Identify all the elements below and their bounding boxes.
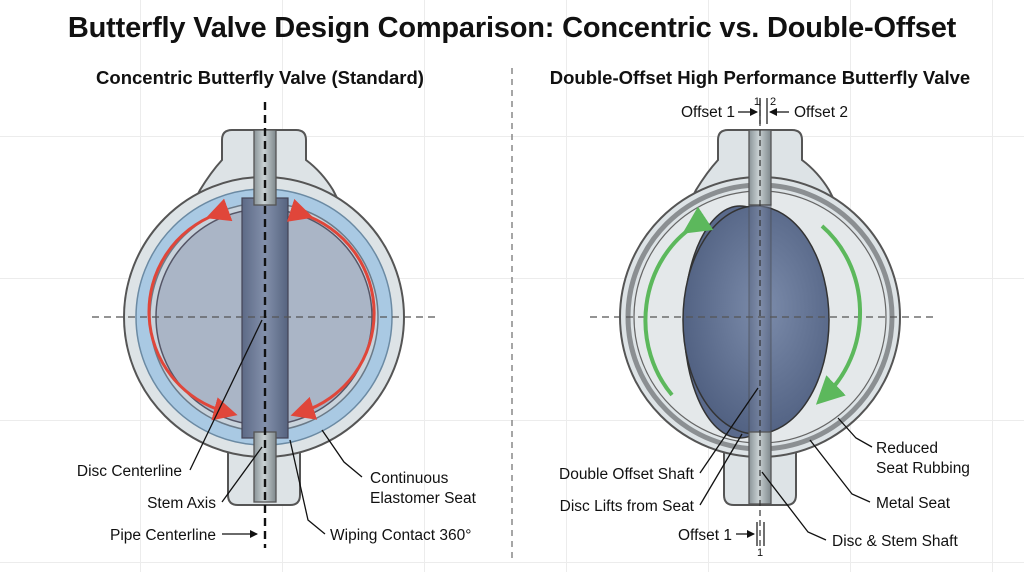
label-offset1-bottom: Offset 1: [678, 527, 732, 544]
dim-number-2: 2: [770, 96, 776, 108]
rotation-arrow-right: [815, 224, 863, 405]
label-reduced-line1: Reduced: [876, 440, 938, 457]
label-disc-stem-shaft: Disc & Stem Shaft: [832, 533, 958, 550]
leader-seat: [321, 429, 363, 478]
leader-double-offset-shaft: [699, 387, 759, 474]
label-reduced-line2: Seat Rubbing: [876, 460, 970, 477]
rotation-arrow-left: [147, 198, 238, 421]
label-pipe-centerline: Pipe Centerline: [110, 527, 216, 544]
leader-stem-axis: [221, 446, 263, 503]
label-offset2-top: Offset 2: [794, 104, 848, 121]
left-panel-title: Concentric Butterfly Valve (Standard): [96, 67, 424, 88]
leader-reduced-rubbing: [837, 417, 873, 448]
label-offset1-top: Offset 1: [681, 104, 735, 121]
concentric-valve: [92, 102, 436, 548]
leader-metal-seat: [809, 439, 871, 503]
label-disc-lifts: Disc Lifts from Seat: [560, 498, 695, 515]
rotation-arrow-left: [643, 206, 714, 397]
rotation-arrow-right: [286, 198, 376, 420]
label-double-offset-shaft: Double Offset Shaft: [559, 466, 695, 483]
double-offset-valve: [590, 100, 935, 550]
label-seat-line1: Continuous: [370, 470, 449, 487]
page-title: Butterfly Valve Design Comparison: Conce…: [67, 12, 957, 44]
label-stem-axis: Stem Axis: [147, 495, 216, 512]
label-disc-centerline: Disc Centerline: [77, 463, 182, 480]
leader-disc-stem-shaft: [761, 471, 827, 541]
dim-number-1: 1: [754, 96, 760, 108]
right-panel-title: Double-Offset High Performance Butterfly…: [549, 67, 971, 88]
leader-disc-centerline: [189, 319, 263, 471]
label-metal-seat: Metal Seat: [876, 495, 951, 512]
label-wiping-contact: Wiping Contact 360°: [330, 527, 471, 544]
leader-wiping: [289, 439, 326, 535]
label-seat-line2: Elastomer Seat: [370, 490, 477, 507]
leader-disc-lifts: [699, 433, 743, 506]
dim-number-bottom: 1: [757, 547, 763, 559]
